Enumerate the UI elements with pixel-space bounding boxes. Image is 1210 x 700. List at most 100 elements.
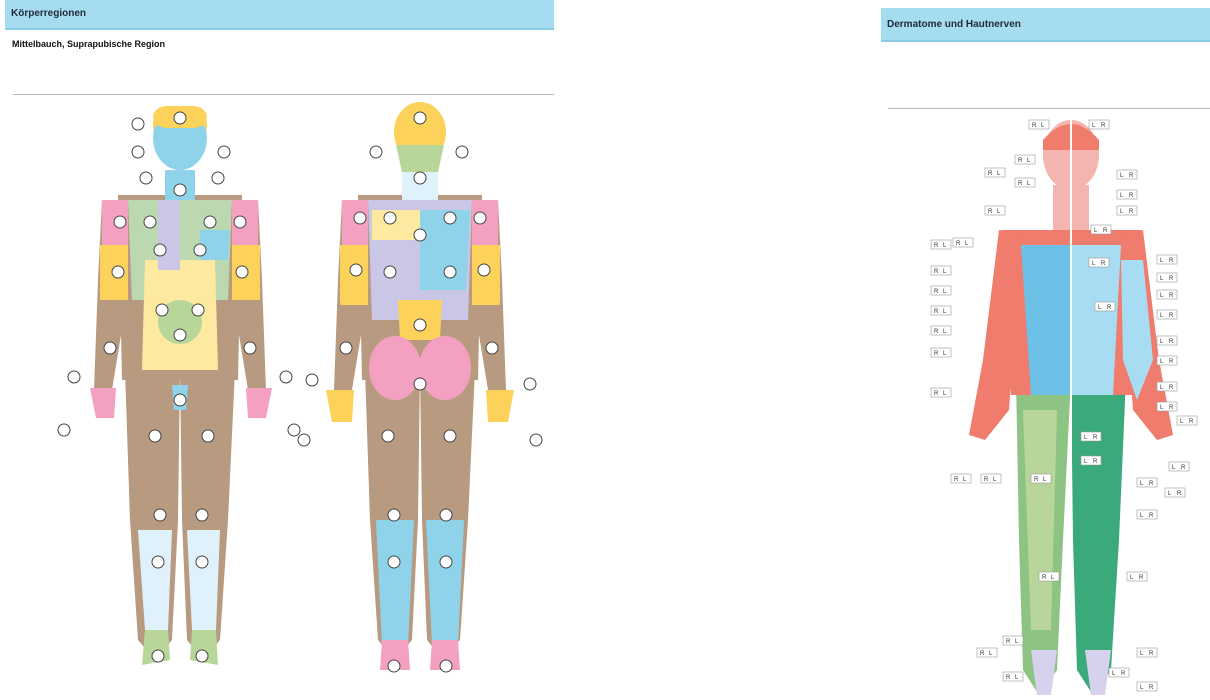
right-hand-region [90,388,116,418]
region-marker[interactable] [350,264,362,276]
region-marker[interactable] [384,266,396,278]
right-shin-region [187,530,220,630]
tag-r: R [954,477,959,483]
left-buttock-region [419,336,471,400]
region-marker[interactable] [478,264,490,276]
region-marker[interactable] [444,266,456,278]
region-marker[interactable] [149,430,161,442]
region-marker[interactable] [58,424,70,436]
region-marker[interactable] [382,430,394,442]
region-marker[interactable] [196,556,208,568]
tag-r: R [1189,419,1194,425]
panel-header-body-regions: Körperregionen [5,0,554,30]
region-marker[interactable] [486,342,498,354]
tag-r: R [1093,459,1098,465]
tag-r: R [934,351,939,357]
selected-region-label: Mittelbauch, Suprapubische Region [12,39,554,49]
tag-r: R [1018,158,1023,164]
tag-r: R [1101,123,1106,129]
divider [13,94,554,95]
region-marker[interactable] [152,556,164,568]
left-hand-region [486,390,514,422]
region-marker[interactable] [414,172,426,184]
region-marker[interactable] [388,660,400,672]
region-marker[interactable] [444,430,456,442]
region-marker[interactable] [388,509,400,521]
right-calf-region [426,520,464,645]
region-marker[interactable] [104,342,116,354]
region-marker[interactable] [340,342,352,354]
region-marker[interactable] [144,216,156,228]
tag-r: R [1103,228,1108,234]
region-marker[interactable] [174,394,186,406]
region-marker[interactable] [234,216,246,228]
region-marker[interactable] [354,212,366,224]
region-marker[interactable] [414,319,426,331]
region-marker[interactable] [218,146,230,158]
tag-r: R [1034,477,1039,483]
region-marker[interactable] [154,509,166,521]
trunk-dermatome-left [1071,245,1121,395]
region-marker[interactable] [530,434,542,446]
region-marker[interactable] [132,146,144,158]
tag-r: R [1169,385,1174,391]
region-marker[interactable] [306,374,318,386]
right-buttock-region [369,336,421,400]
tag-r: R [1042,575,1047,581]
region-marker[interactable] [414,112,426,124]
region-marker[interactable] [298,434,310,446]
region-marker[interactable] [524,378,536,390]
tag-r: R [1169,313,1174,319]
region-marker[interactable] [202,430,214,442]
region-marker[interactable] [474,212,486,224]
region-marker[interactable] [140,172,152,184]
region-marker[interactable] [174,112,186,124]
region-marker[interactable] [112,266,124,278]
region-marker[interactable] [152,650,164,662]
region-marker[interactable] [68,371,80,383]
tag-r: R [1129,193,1134,199]
region-marker[interactable] [194,244,206,256]
tag-r: R [1006,639,1011,645]
left-hand-region [246,388,272,418]
tag-r: R [1129,173,1134,179]
region-marker[interactable] [414,229,426,241]
divider [888,108,1210,109]
tag-r: R [1177,491,1182,497]
tag-r: R [1101,261,1106,267]
region-marker[interactable] [132,118,144,130]
region-marker[interactable] [174,329,186,341]
region-marker[interactable] [440,509,452,521]
body-back-figure [290,100,540,700]
region-marker[interactable] [196,650,208,662]
region-marker[interactable] [370,146,382,158]
region-marker[interactable] [236,266,248,278]
tag-r: R [988,209,993,215]
left-calf-region [376,520,414,645]
region-marker[interactable] [174,184,186,196]
region-marker[interactable] [384,212,396,224]
region-marker[interactable] [212,172,224,184]
right-leg-dermatome [1071,378,1126,695]
tag-r: R [934,329,939,335]
region-marker[interactable] [114,216,126,228]
region-marker[interactable] [154,244,166,256]
region-marker[interactable] [244,342,256,354]
region-marker[interactable] [156,304,168,316]
tag-r: R [1169,258,1174,264]
region-marker[interactable] [388,556,400,568]
tag-r: R [1169,339,1174,345]
tag-r: R [1018,181,1023,187]
region-marker[interactable] [440,660,452,672]
region-marker[interactable] [196,509,208,521]
region-marker[interactable] [204,216,216,228]
occipital-region [396,145,444,172]
tag-r: R [934,391,939,397]
region-marker[interactable] [444,212,456,224]
region-marker[interactable] [456,146,468,158]
region-marker[interactable] [414,378,426,390]
region-marker[interactable] [192,304,204,316]
tag-r: R [1169,405,1174,411]
region-marker[interactable] [440,556,452,568]
tag-r: R [956,241,961,247]
